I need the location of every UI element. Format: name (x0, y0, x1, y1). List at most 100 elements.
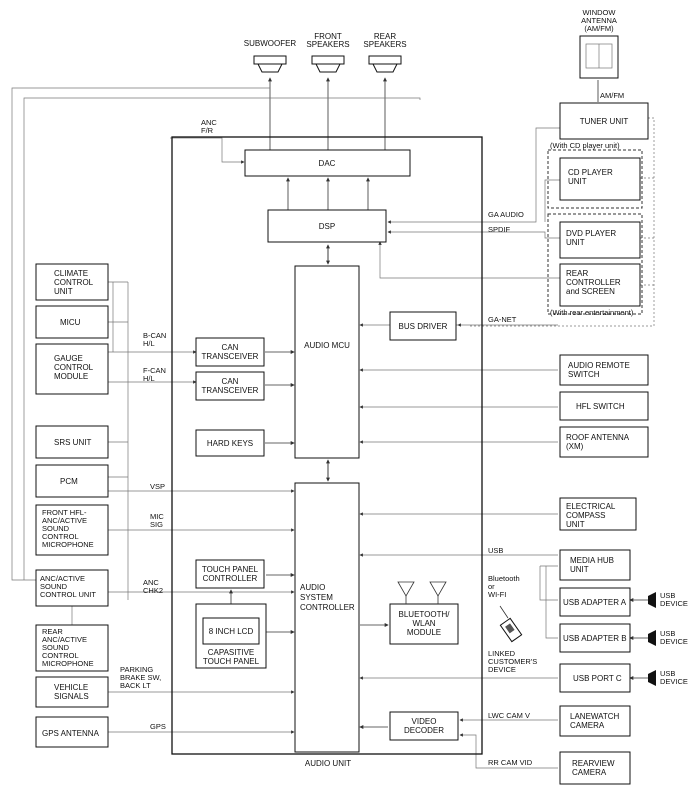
rr-cam-label: RR CAM VID (488, 758, 533, 767)
ctp-label-1: CAPASITIVE (208, 648, 255, 657)
climate-box (35, 263, 109, 301)
can-transceiver-2-box (195, 371, 265, 401)
cd-label-1: CD PLAYER (568, 168, 613, 177)
lanewatch-label-1: LANEWATCH (570, 712, 620, 721)
front-speakers-icon (311, 55, 345, 73)
gauge-label-3: MODULE (54, 372, 88, 381)
lcd-box (202, 617, 260, 645)
rearview-label-2: CAMERA (572, 768, 607, 777)
anc-chk2-label-2: CHK2 (143, 586, 163, 595)
connection-lines (11, 77, 655, 769)
dvd-player-box (559, 221, 641, 259)
linked-label-2: CUSTOMER'S (488, 657, 537, 666)
usb-device-a-label-2: DEVICE (660, 599, 688, 608)
spdif-label: SPDIF (488, 225, 511, 234)
phone-icon (499, 605, 523, 643)
gps-label: GPS (150, 722, 166, 731)
with-cd-label: (With CD player unit) (550, 141, 620, 150)
rear-ent-group-dashed (547, 213, 643, 315)
rear-speakers-label-2: SPEAKERS (363, 40, 406, 49)
can2-label-1: CAN (222, 377, 239, 386)
roof-antenna-label-1: ROOF ANTENNA (566, 433, 630, 442)
rear-anc-label-3: SOUND (42, 643, 70, 652)
vehicle-signals-label-2: SIGNALS (54, 692, 89, 701)
dvd-label-2: UNIT (566, 238, 585, 247)
front-speakers-label-2: SPEAKERS (306, 40, 349, 49)
vehicle-signals-label-1: VEHICLE (54, 683, 88, 692)
anc-unit-label-2: SOUND (40, 582, 68, 591)
mic-sig-label-2: SIG (150, 520, 163, 529)
rear-ctrl-label-2: CONTROLLER (566, 278, 621, 287)
anc-unit-label-1: ANC/ACTIVE (40, 574, 85, 583)
audio-remote-label-1: AUDIO REMOTE (568, 361, 630, 370)
pcm-box (35, 464, 109, 498)
anc-fr-label-2: F/R (201, 126, 214, 135)
fcan-label-2: H/L (143, 374, 155, 383)
anc-chk2-label-1: ANC (143, 578, 159, 587)
dsp-label: DSP (319, 222, 335, 231)
with-rear-label: (With rear entertainment) (550, 308, 634, 317)
front-hfl-label-3: SOUND (42, 524, 70, 533)
audio-mcu-box (294, 265, 360, 459)
compass-label-1: ELECTRICAL (566, 502, 616, 511)
tpc-label-2: CONTROLLER (203, 574, 258, 583)
compass-label-2: COMPASS (566, 511, 605, 520)
bt-label-1: BLUETOOTH/ (399, 610, 451, 619)
bt-wifi-label-3: WI-FI (488, 590, 506, 599)
usb-device-b-label-2: DEVICE (660, 637, 688, 646)
cd-player-box (559, 157, 641, 201)
gauge-label-2: CONTROL (54, 363, 94, 372)
usb-b-label: USB ADAPTER B (563, 634, 627, 643)
window-antenna-icon (579, 35, 619, 79)
front-hfl-label-2: ANC/ACTIVE (42, 516, 87, 525)
climate-label-1: CLIMATE (54, 269, 88, 278)
srs-box (35, 425, 109, 459)
climate-label-2: CONTROL (54, 278, 94, 287)
usb-device-a-arrow-icon (648, 592, 656, 608)
vehicle-signals-box (35, 676, 109, 708)
mic-sig-label-1: MIC (150, 512, 164, 521)
usb-c-label: USB PORT C (573, 674, 622, 683)
audio-unit-title: AUDIO UNIT (305, 759, 351, 768)
bus-driver-label: BUS DRIVER (399, 322, 448, 331)
asc-label-3: CONTROLLER (300, 603, 355, 612)
bt-wifi-label-1: Bluetooth (488, 574, 520, 583)
video-decoder-box (389, 711, 459, 741)
ga-net-label: GA-NET (488, 315, 517, 324)
rearview-label-1: REARVIEW (572, 759, 615, 768)
subwoofer-label: SUBWOOFER (244, 39, 297, 48)
rear-anc-label-5: MICROPHONE (42, 659, 94, 668)
audio-remote-label-2: SWITCH (568, 370, 600, 379)
lwc-cam-label: LWC CAM V (488, 711, 530, 720)
front-hfl-label-1: FRONT HFL- (42, 508, 87, 517)
usb-device-a-label-1: USB (660, 591, 675, 600)
hard-keys-box (195, 429, 265, 457)
vd-label-1: VIDEO (412, 717, 437, 726)
linked-label-1: LINKED (488, 649, 516, 658)
window-antenna-label-1: WINDOW (583, 8, 617, 17)
vsp-label: VSP (150, 482, 165, 491)
front-hfl-label-4: CONTROL (42, 532, 79, 541)
lcd-label: 8 INCH LCD (209, 627, 254, 636)
audio-unit-frame (171, 136, 483, 755)
dsp-box (267, 209, 387, 243)
fcan-label-1: F-CAN (143, 366, 166, 375)
gauge-label-1: GAUGE (54, 354, 83, 363)
dvd-label-1: DVD PLAYER (566, 229, 616, 238)
media-hub-box (559, 549, 631, 581)
gps-antenna-box (35, 716, 109, 748)
media-hub-label-2: UNIT (570, 565, 589, 574)
front-hfl-box (35, 504, 109, 556)
usb-device-b-label-1: USB (660, 629, 675, 638)
subwoofer-icon (253, 55, 287, 73)
usb-label: USB (488, 546, 503, 555)
anc-fr-label-1: ANC (201, 118, 217, 127)
rear-ctrl-label-3: and SCREEN (566, 287, 615, 296)
asc-label-1: AUDIO (300, 583, 325, 592)
can-transceiver-1-box (195, 337, 265, 367)
srs-label: SRS UNIT (54, 438, 91, 447)
rear-anc-box (35, 624, 109, 672)
bus-driver-box (389, 311, 457, 341)
